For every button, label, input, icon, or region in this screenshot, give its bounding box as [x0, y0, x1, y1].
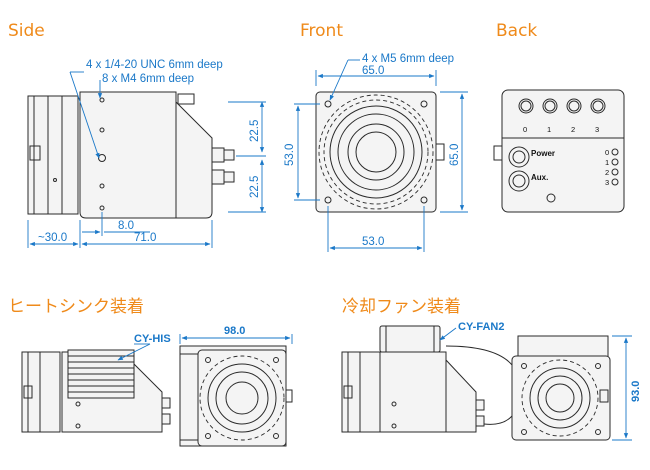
title-front: Front — [300, 21, 343, 41]
back-aux-label: Aux. — [531, 173, 548, 182]
side-dim-8: 8.0 — [118, 220, 134, 232]
side-note-m4: 8 x M4 6mm deep — [102, 73, 194, 85]
back-port-3: 3 — [595, 125, 599, 134]
title-fan: 冷却ファン装着 — [342, 297, 461, 317]
back-view — [493, 89, 625, 213]
back-led-1: 1 — [605, 158, 609, 167]
front-dim-65-top: 65.0 — [362, 65, 384, 77]
back-port-0: 0 — [523, 125, 527, 134]
title-back: Back — [496, 21, 537, 41]
back-led-3: 3 — [605, 178, 609, 187]
side-note-unc: 4 x 1/4-20 UNC 6mm deep — [86, 59, 223, 71]
fan-side-view — [341, 325, 521, 433]
front-dim-53-bottom: 53.0 — [362, 236, 384, 248]
fan-front-view — [511, 335, 632, 441]
side-dim-22-5-top: 22.5 — [249, 120, 261, 142]
front-dim-65-right: 65.0 — [449, 144, 461, 166]
back-port-1: 1 — [547, 125, 551, 134]
back-power-label: Power — [531, 149, 555, 158]
title-side: Side — [8, 21, 45, 41]
back-led-0: 0 — [605, 148, 609, 157]
front-view — [294, 59, 468, 252]
fan-dim-93: 93.0 — [630, 381, 642, 402]
side-dim-22-5-bottom: 22.5 — [249, 176, 261, 198]
front-note-m5: 4 x M5 6mm deep — [362, 53, 454, 65]
front-dim-53-left: 53.0 — [284, 144, 296, 166]
back-port-2: 2 — [571, 125, 575, 134]
fan-model-label: CY-FAN2 — [458, 321, 504, 333]
back-led-2: 2 — [605, 168, 609, 177]
heatsink-side-view — [21, 343, 171, 433]
side-dim-30: ~30.0 — [38, 232, 67, 244]
heatsink-dim-98: 98.0 — [224, 325, 245, 337]
side-view — [27, 71, 266, 248]
title-heatsink: ヒートシンク装着 — [8, 297, 144, 317]
side-dim-71: 71.0 — [134, 232, 156, 244]
heatsink-front-view — [179, 334, 293, 447]
heatsink-model-label: CY-HIS — [134, 333, 171, 345]
